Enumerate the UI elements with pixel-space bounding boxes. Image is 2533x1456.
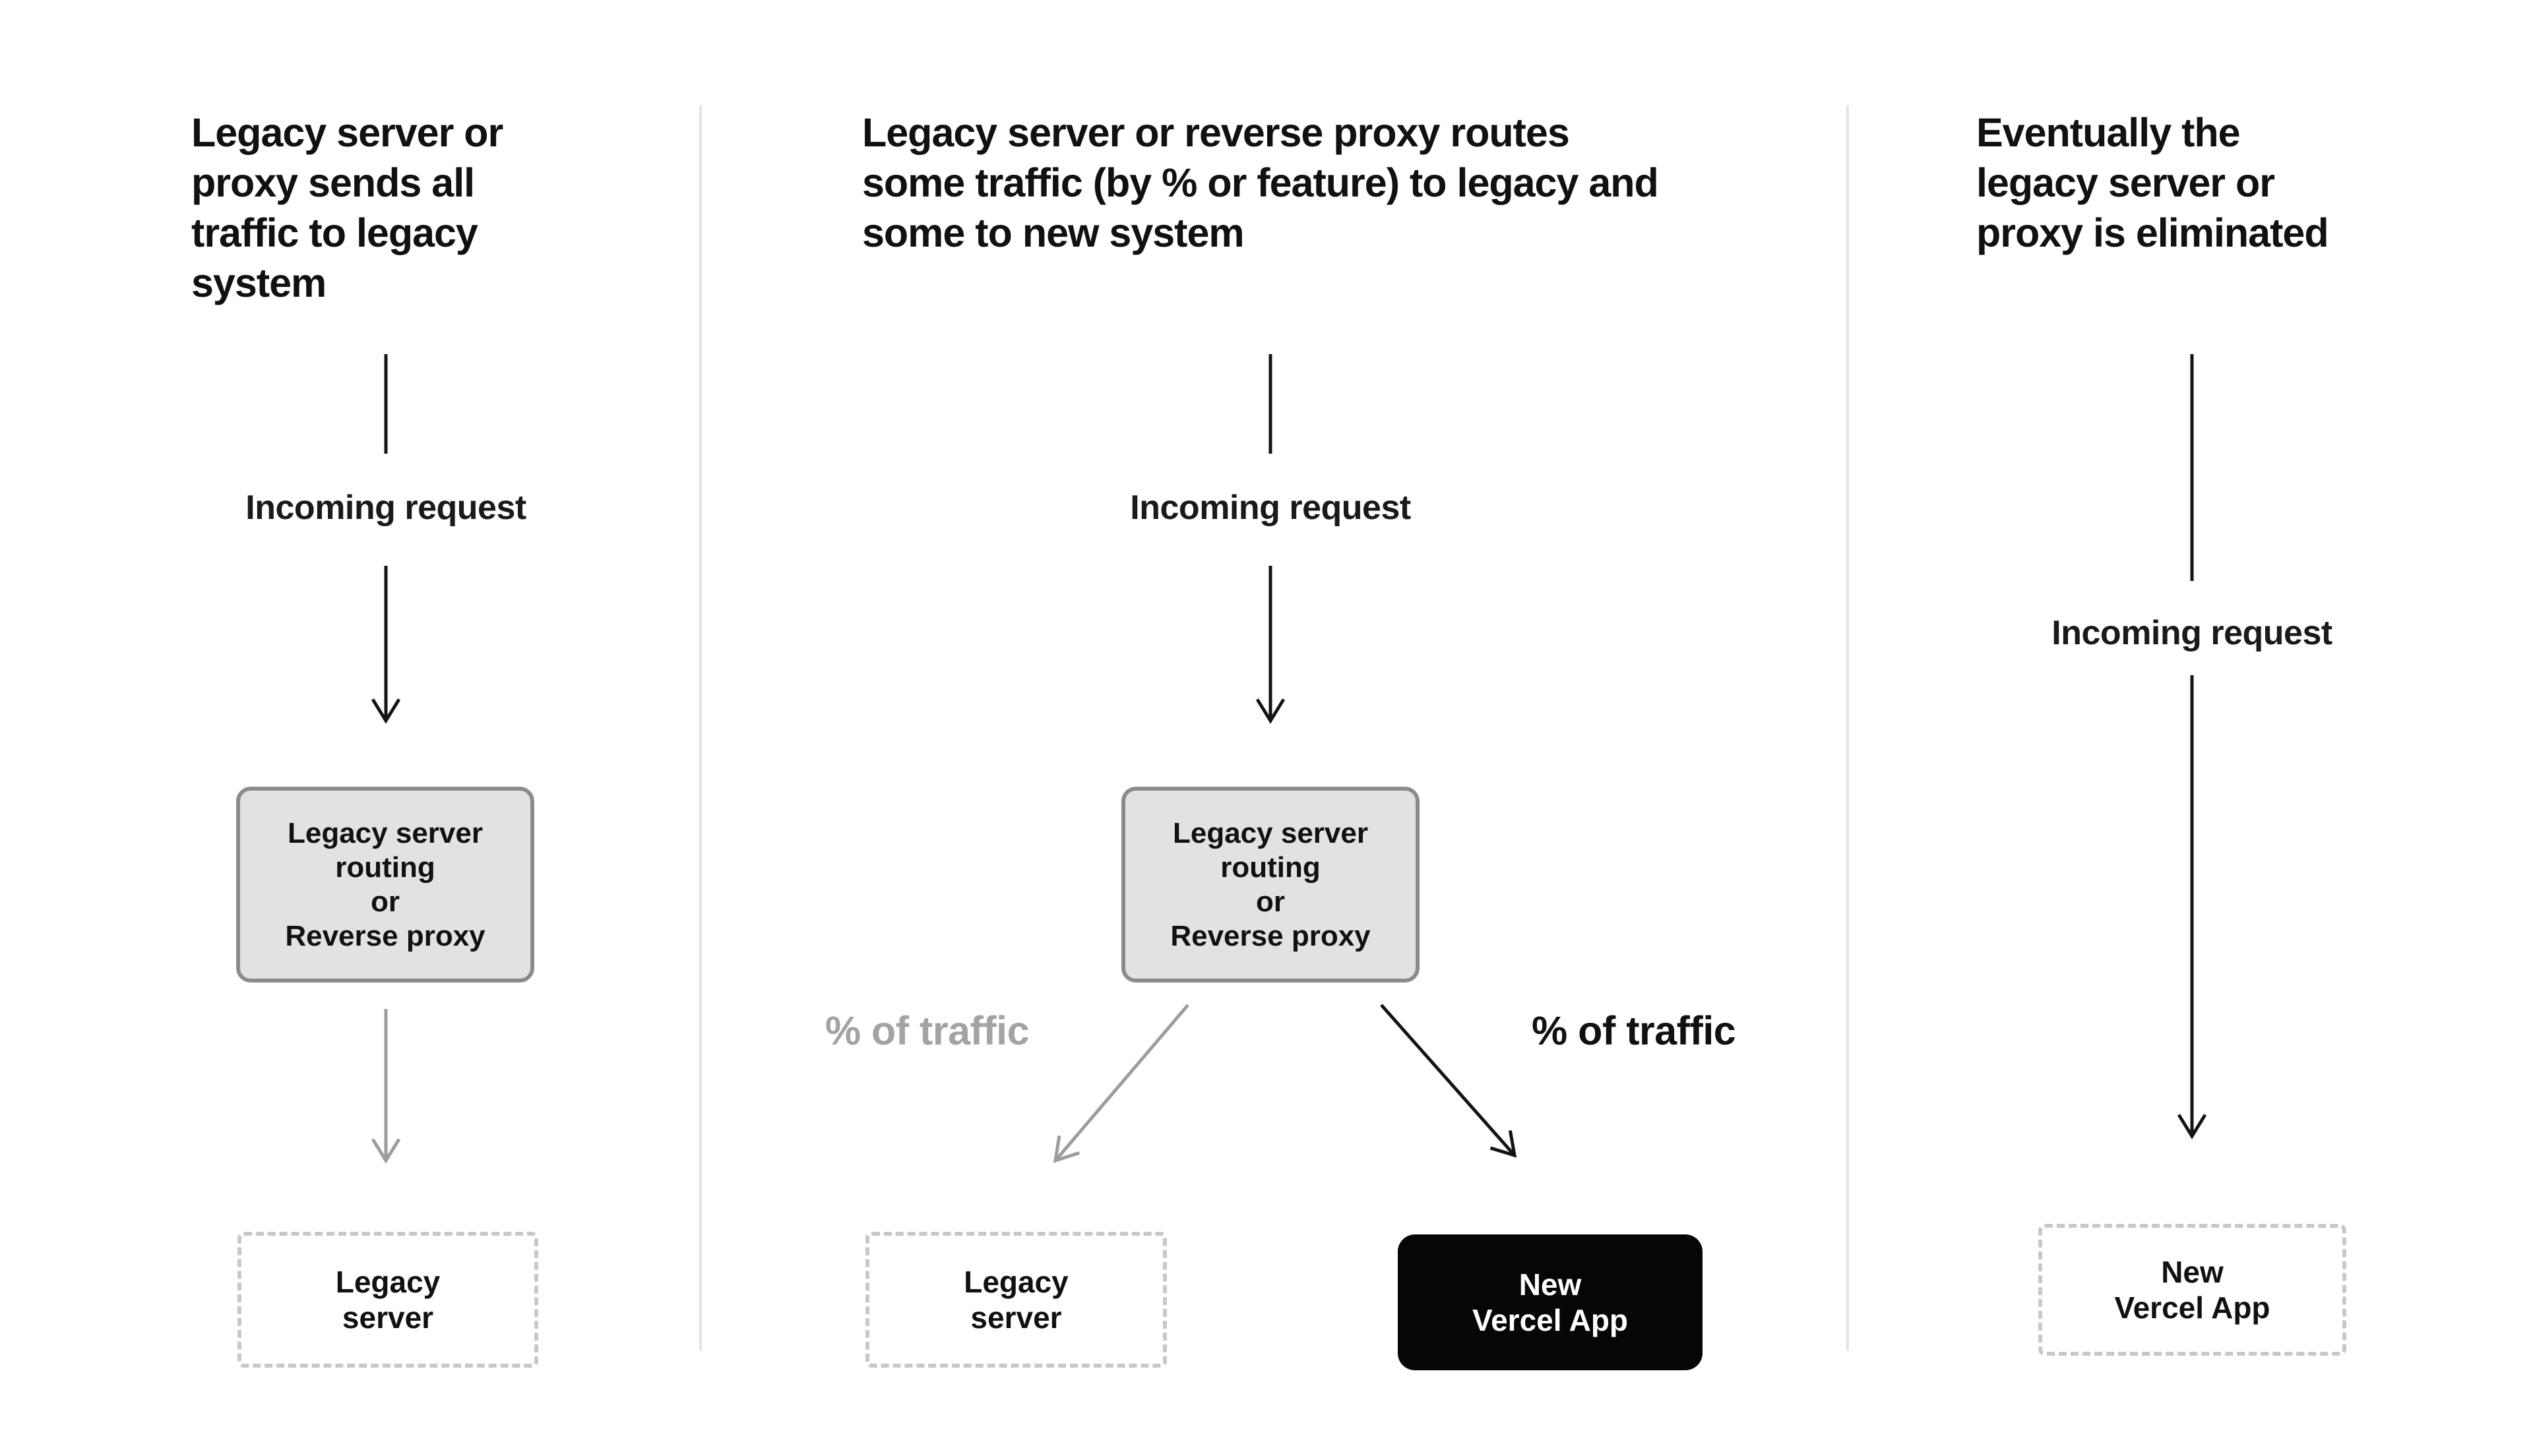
panel1-router-box: Legacy server routing or Reverse proxy bbox=[236, 787, 534, 983]
panel2-legacy-traffic-label: % of traffic bbox=[825, 1008, 1030, 1053]
p2-split-arrow-legacy bbox=[1053, 1004, 1189, 1163]
panel2-vercel-traffic-label: % of traffic bbox=[1532, 1008, 1736, 1053]
panel2-new-vercel-app-box: New Vercel App bbox=[1398, 1234, 1703, 1370]
p2-split-arrow-vercel bbox=[1380, 1004, 1517, 1158]
panel3-new-vercel-app-box: New Vercel App bbox=[2038, 1224, 2346, 1356]
panel3-incoming-request-label: Incoming request bbox=[2051, 614, 2332, 652]
panel2-title: Legacy server or reverse proxy routes so… bbox=[862, 110, 1659, 255]
panel2-incoming-request-label: Incoming request bbox=[1130, 489, 1411, 527]
panel1-title: Legacy server or proxy sends all traffic… bbox=[191, 110, 503, 305]
panel-divider-right bbox=[1846, 106, 1849, 1350]
panel3-title: Eventually the legacy server or proxy is… bbox=[1976, 110, 2329, 255]
panel2-legacy-server-box: Legacy server bbox=[865, 1232, 1167, 1368]
panel-divider-left bbox=[699, 106, 702, 1350]
panel1-incoming-request-label: Incoming request bbox=[245, 489, 526, 527]
panel1-legacy-server-box: Legacy server bbox=[237, 1232, 538, 1368]
panel2-router-box: Legacy server routing or Reverse proxy bbox=[1121, 787, 1420, 983]
